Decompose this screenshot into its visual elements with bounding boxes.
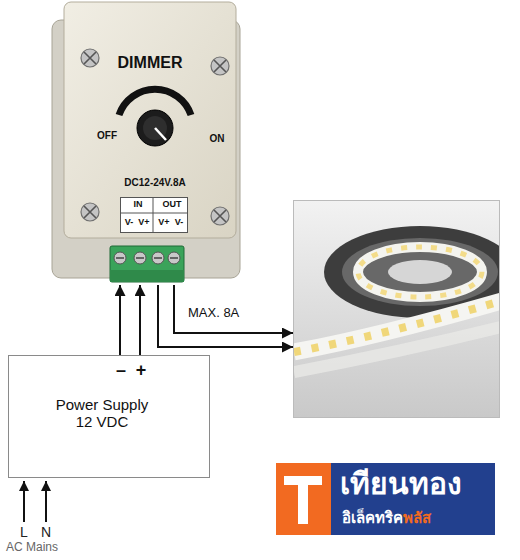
- current-rating-label: MAX. 8A: [186, 306, 241, 321]
- dimmer-housing: [52, 2, 240, 282]
- terminal-panel: IN OUT V- V+ V+ V-: [120, 197, 188, 233]
- dimmer-unit: IN OUT V- V+ V+ V- DIMMER OFF ON DC12-24V.8A: [50, 0, 240, 285]
- pin-name: V-: [125, 217, 134, 227]
- knob-label: OFF: [97, 130, 117, 142]
- led-strip-photo: [294, 201, 499, 417]
- logo-mark: [276, 463, 495, 535]
- device-title: DIMMER: [118, 54, 183, 72]
- mains-line-label: L: [20, 524, 28, 540]
- mains-line-label: N: [41, 524, 51, 540]
- pin-name: V+: [158, 217, 169, 227]
- box-title: Power Supply 12 VDC: [52, 396, 152, 431]
- rating-label: DC12-24V.8A: [124, 177, 185, 189]
- power-wire: [174, 285, 293, 333]
- knob-label: ON: [210, 133, 225, 145]
- polarity-mark: +: [136, 360, 147, 381]
- led-strip-box: [293, 200, 500, 418]
- power-wire: [119, 285, 121, 355]
- power-supply-box: –+ Power Supply 12 VDC: [8, 355, 210, 478]
- brand-tagline: อิเล็คทริค: [342, 509, 403, 526]
- terminal-group: IN: [134, 199, 143, 209]
- logo-box: เทียนทองอิเล็คทริคพลัส: [276, 463, 495, 535]
- polarity-mark: –: [116, 360, 126, 381]
- terminal-group: OUT: [163, 199, 182, 209]
- power-wire: [139, 285, 141, 355]
- mains-caption: AC Mains: [6, 541, 58, 555]
- pin-name: V+: [138, 217, 149, 227]
- power-supply-ground: [8, 355, 210, 478]
- power-wire: [158, 285, 293, 347]
- brand-tagline: พลัส: [403, 509, 431, 526]
- brand-name: เทียนทอง: [340, 467, 462, 502]
- pin-name: V-: [175, 217, 184, 227]
- mains-leads: [24, 481, 46, 522]
